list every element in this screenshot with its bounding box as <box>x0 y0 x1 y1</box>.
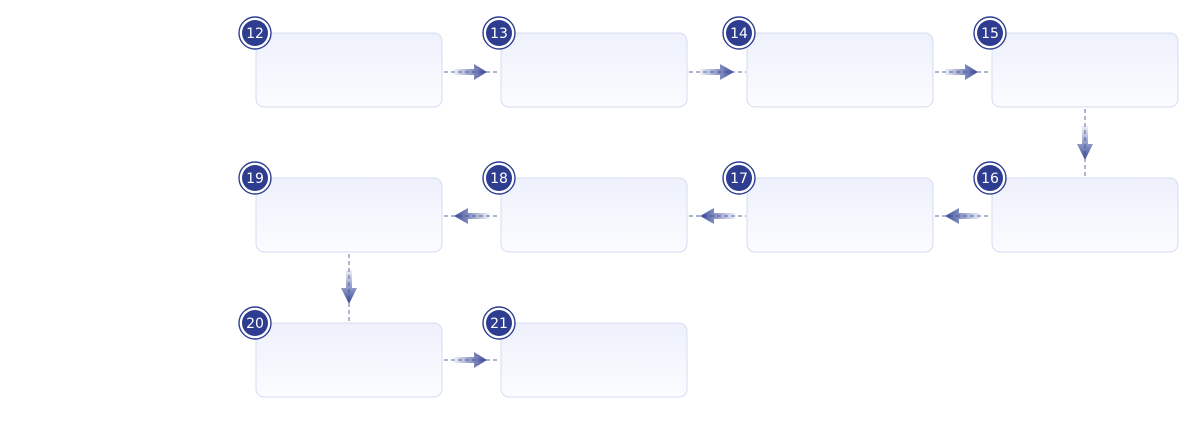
step-number: 17 <box>730 171 748 187</box>
step-number: 13 <box>490 26 508 42</box>
step-17: 17 <box>722 161 934 253</box>
step-number: 18 <box>490 171 508 187</box>
step-badge <box>977 20 1003 46</box>
step-number: 14 <box>730 26 748 42</box>
connector-18-19 <box>444 208 500 224</box>
step-badge <box>486 310 512 336</box>
step-number: 19 <box>246 171 264 187</box>
connector-15-16 <box>1077 109 1093 177</box>
step-badge <box>242 310 268 336</box>
step-box <box>746 177 934 253</box>
step-badge <box>977 165 1003 191</box>
right-arrow-icon <box>454 352 487 368</box>
right-arrow-icon <box>700 64 734 80</box>
step-number: 16 <box>981 171 999 187</box>
step-14: 14 <box>722 16 934 108</box>
step-badge <box>486 20 512 46</box>
step-number: 21 <box>490 316 508 332</box>
step-15: 15 <box>973 16 1179 108</box>
left-arrow-icon <box>454 208 489 224</box>
step-20: 20 <box>238 306 443 398</box>
step-box <box>500 32 688 108</box>
connector-14-15 <box>935 64 991 80</box>
step-13: 13 <box>482 16 688 108</box>
down-arrow-icon <box>1077 126 1093 160</box>
step-18: 18 <box>482 161 688 253</box>
connector-13-14 <box>689 64 746 80</box>
step-badge <box>242 165 268 191</box>
step-box <box>991 32 1179 108</box>
right-arrow-icon <box>945 64 978 80</box>
right-arrow-icon <box>454 64 487 80</box>
step-badge <box>726 20 752 46</box>
step-box <box>500 177 688 253</box>
connector-12-13 <box>444 64 500 80</box>
step-box <box>255 322 443 398</box>
connector-17-18 <box>689 208 746 224</box>
connector-16-17 <box>935 208 991 224</box>
step-badge <box>726 165 752 191</box>
step-number: 20 <box>246 316 264 332</box>
step-number: 12 <box>246 26 264 42</box>
connector-20-21 <box>444 352 500 368</box>
step-badge <box>486 165 512 191</box>
step-box <box>500 322 688 398</box>
step-box <box>255 177 443 253</box>
step-badge <box>242 20 268 46</box>
step-box <box>991 177 1179 253</box>
step-12: 12 <box>238 16 443 108</box>
left-arrow-icon <box>700 208 735 224</box>
step-box <box>746 32 934 108</box>
step-19: 19 <box>238 161 443 253</box>
step-21: 21 <box>482 306 688 398</box>
step-16: 16 <box>973 161 1179 253</box>
down-arrow-icon <box>341 270 357 304</box>
left-arrow-icon <box>945 208 980 224</box>
connector-19-20 <box>341 254 357 322</box>
step-box <box>255 32 443 108</box>
step-number: 15 <box>981 26 999 42</box>
